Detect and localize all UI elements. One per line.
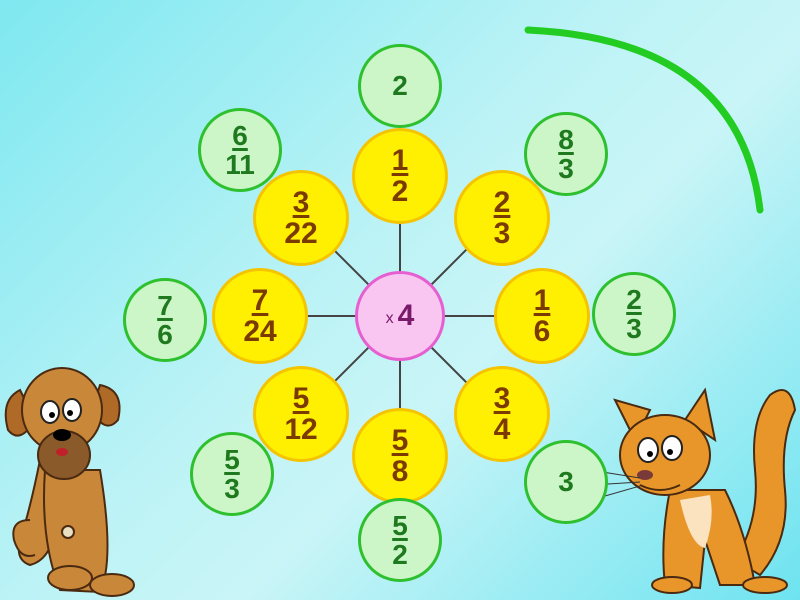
denominator: 4 (493, 413, 511, 446)
answer-denominator: 3 (224, 473, 240, 504)
answer-numerator: 2 (626, 283, 642, 315)
denominator: 2 (391, 175, 409, 208)
cat-illustration (589, 387, 797, 594)
denominator: 12 (284, 413, 318, 446)
petal-fraction: 7 24 (212, 268, 308, 364)
multiply-sign: x (385, 309, 394, 327)
numerator: 7 (251, 283, 269, 317)
petal-fraction: 3 22 (253, 170, 349, 266)
multiplier-value: 4 (397, 299, 415, 333)
answer-numerator: 5 (224, 443, 240, 475)
petal-fraction: 1 2 (352, 128, 448, 224)
petal-fraction: 3 4 (454, 366, 550, 462)
answer-circle: 2 (358, 44, 442, 128)
answer-denominator: 11 (225, 149, 255, 180)
numerator: 5 (292, 381, 310, 415)
answer-numerator: 5 (392, 509, 408, 541)
answer-whole: 3 (558, 466, 574, 498)
denominator: 24 (243, 315, 277, 348)
answer-numerator: 6 (232, 119, 248, 151)
denominator: 6 (533, 315, 551, 348)
petal-fraction: 1 6 (494, 268, 590, 364)
answer-circle: 5 2 (358, 498, 442, 582)
dog-illustration (4, 367, 135, 597)
answer-numerator: 7 (157, 289, 173, 321)
answer-numerator: 8 (558, 123, 574, 155)
petal-fraction: 2 3 (454, 170, 550, 266)
answer-circle: 3 (524, 440, 608, 524)
denominator: 8 (391, 455, 409, 488)
answer-denominator: 3 (626, 313, 642, 344)
numerator: 1 (533, 283, 551, 317)
answer-circle: 2 3 (592, 272, 676, 356)
answer-circle: 8 3 (524, 112, 608, 196)
numerator: 2 (493, 185, 511, 219)
answer-denominator: 3 (558, 153, 574, 184)
numerator: 3 (292, 185, 310, 219)
petal-fraction: 5 8 (352, 408, 448, 504)
center-multiplier: x 4 (355, 271, 445, 361)
numerator: 1 (391, 143, 409, 177)
denominator: 3 (493, 217, 511, 250)
numerator: 5 (391, 423, 409, 457)
answer-denominator: 2 (392, 539, 408, 570)
answer-whole: 2 (392, 70, 408, 102)
answer-denominator: 6 (157, 319, 173, 350)
numerator: 3 (493, 381, 511, 415)
green-arc (524, 26, 764, 214)
petal-fraction: 5 12 (253, 366, 349, 462)
answer-circle: 6 11 (198, 108, 282, 192)
answer-circle: 7 6 (123, 278, 207, 362)
answer-circle: 5 3 (190, 432, 274, 516)
denominator: 22 (284, 217, 318, 250)
